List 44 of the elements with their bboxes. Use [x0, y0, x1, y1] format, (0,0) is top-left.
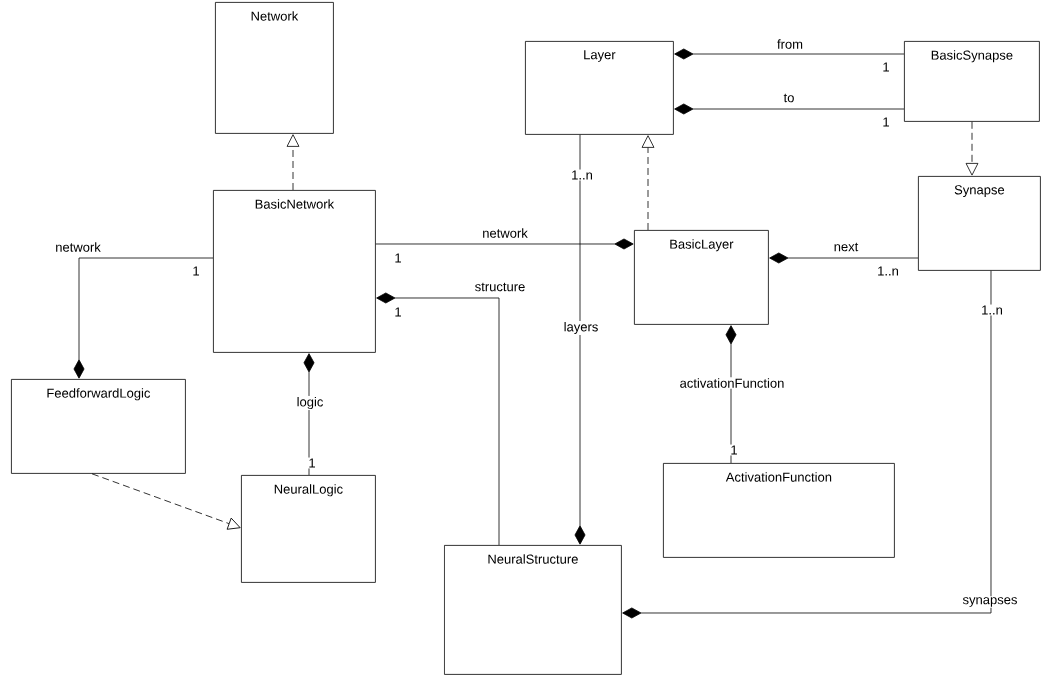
realization-arrow	[965, 121, 979, 176]
composition-line	[375, 238, 634, 250]
edge-label: structure	[473, 281, 527, 293]
composition-line	[622, 270, 992, 619]
edge-label: from	[776, 38, 804, 50]
composition-line	[303, 353, 315, 476]
multiplicity-label: 1	[307, 457, 317, 469]
realization-arrow	[91, 473, 241, 530]
multiplicity-label: 1	[393, 252, 403, 264]
class-box: BasicLayer	[634, 230, 769, 325]
composition-line	[674, 48, 905, 60]
edge-label: layers	[562, 320, 600, 336]
edge-label: network	[481, 227, 529, 239]
composition-line	[674, 103, 905, 115]
edge-label: network	[54, 241, 102, 253]
class-box: Layer	[525, 41, 674, 135]
composition-line	[376, 292, 500, 546]
multiplicity-label: 1	[729, 444, 739, 456]
class-box: ActivationFunction	[663, 463, 895, 558]
composition-line	[725, 325, 737, 464]
class-box: Synapse	[918, 176, 1041, 271]
class-box: NeuralLogic	[241, 475, 376, 583]
multiplicity-label: 1	[881, 116, 891, 128]
edge-label: synapses	[961, 596, 1019, 608]
class-box: FeedforwardLogic	[11, 379, 186, 474]
multiplicity-label: 1	[393, 306, 403, 318]
class-box: BasicNetwork	[213, 190, 376, 353]
multiplicity-label: 1	[881, 61, 891, 73]
edge-label: activationFunction	[678, 377, 786, 389]
multiplicity-label: 1..n	[876, 265, 900, 277]
multiplicity-label: 1..n	[980, 304, 1004, 316]
edge-label: next	[832, 241, 860, 253]
multiplicity-label: 1	[191, 265, 201, 277]
multiplicity-label: 1..n	[570, 169, 594, 181]
composition-line	[769, 252, 919, 264]
composition-line	[574, 134, 586, 545]
realization-arrow	[286, 134, 300, 191]
realization-arrow	[641, 135, 655, 231]
class-box: BasicSynapse	[904, 41, 1040, 122]
class-box: Network	[215, 2, 334, 134]
composition-line	[73, 257, 214, 379]
edge-label: to	[782, 92, 796, 104]
edge-label: logic	[295, 395, 325, 411]
class-box: NeuralStructure	[444, 545, 622, 675]
